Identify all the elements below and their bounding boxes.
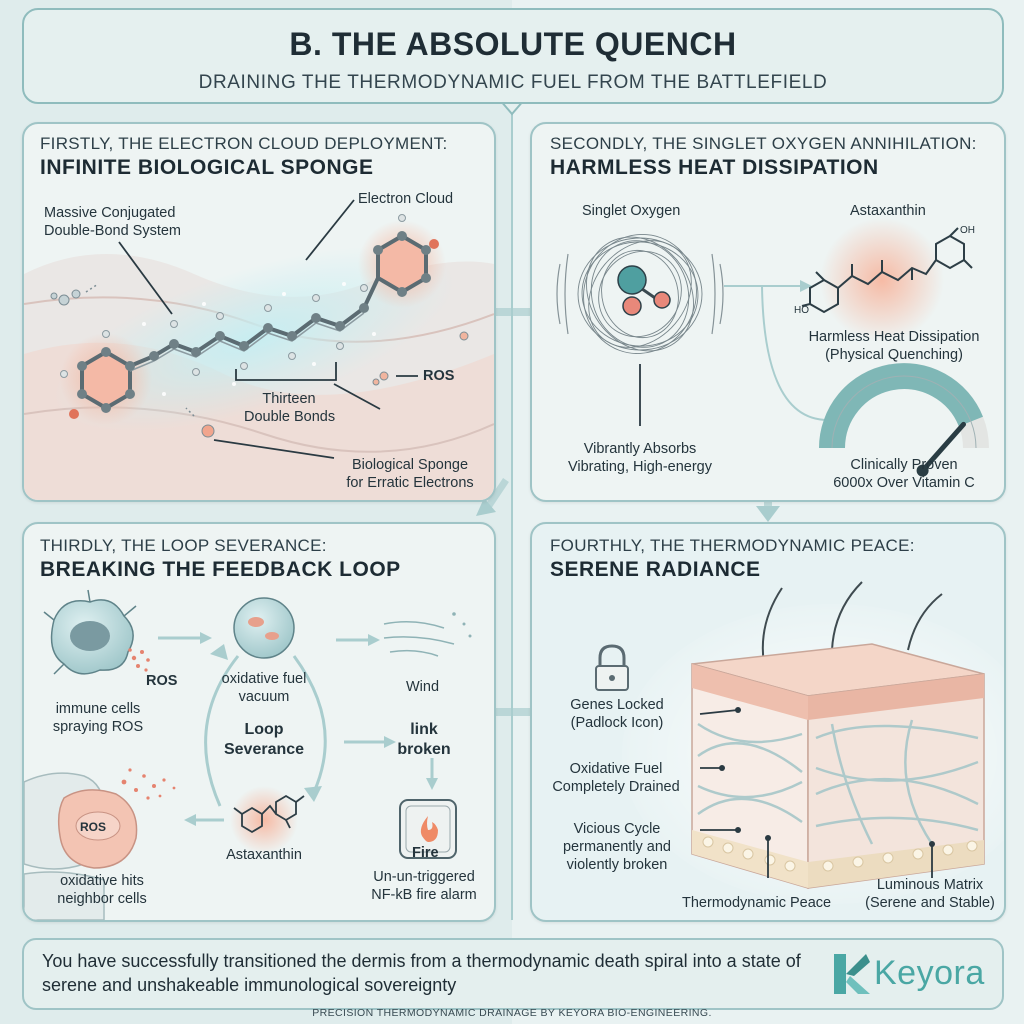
- summary-text: You have successfully transitioned the d…: [42, 951, 801, 995]
- title-box: B. THE ABSOLUTE QUENCH DRAINING THE THER…: [22, 8, 1004, 104]
- panel-thermodynamic-peace: FOURTHLY, THE THERMODYNAMIC PEACE: SEREN…: [530, 522, 1006, 922]
- ros-particles-left: [50, 289, 81, 306]
- summary-banner: You have successfully transitioned the d…: [22, 938, 1004, 1010]
- label-oh-top: OH: [960, 225, 975, 236]
- erratic-electron: [201, 424, 215, 438]
- label-fire: Fire: [412, 845, 439, 861]
- brand-name: Keyora: [874, 954, 985, 992]
- panel3-heading: BREAKING THE FEEDBACK LOOP: [40, 558, 401, 581]
- astaxanthin-molecule-icon: [233, 794, 305, 834]
- label-ros-immune: ROS: [146, 673, 178, 689]
- panel-electron-cloud: FIRSTLY, THE ELECTRON CLOUD DEPLOYMENT: …: [22, 122, 496, 502]
- label-fire-alarm: Un-un-triggered NF-kB fire alarm: [371, 869, 477, 903]
- keyora-logo-icon: [834, 954, 870, 994]
- label-luminous-matrix: Luminous Matrix (Serene and Stable): [865, 877, 995, 911]
- label-oxidative-hits: oxidative hits neighbor cells: [57, 873, 147, 907]
- padlock-icon: [595, 644, 629, 691]
- label-ros-neighbor: ROS: [80, 820, 107, 834]
- label-biological-sponge: Biological Sponge for Erratic Electrons: [346, 457, 474, 491]
- label-thermodynamic-peace: Thermodynamic Peace: [682, 895, 832, 911]
- label-ros: ROS: [423, 368, 455, 384]
- label-conjugated-system: Massive Conjugated Double-Bond System: [44, 205, 182, 239]
- ros-particles-right: [372, 331, 469, 386]
- panel3-kicker: THIRDLY, THE LOOP SEVERANCE:: [40, 536, 327, 555]
- panel-loop-severance: THIRDLY, THE LOOP SEVERANCE: BREAKING TH…: [22, 522, 496, 922]
- panel4-kicker: FOURTHLY, THE THERMODYNAMIC PEACE:: [550, 536, 915, 555]
- label-link-broken: link broken: [397, 721, 451, 758]
- label-astaxanthin: Astaxanthin: [850, 203, 926, 219]
- panel1-kicker: FIRSTLY, THE ELECTRON CLOUD DEPLOYMENT:: [40, 134, 448, 153]
- label-oxidative-fuel: Oxidative Fuel Completely Drained: [552, 761, 680, 795]
- skin-block-diagram: [595, 581, 1004, 904]
- label-astaxanthin-loop: Astaxanthin: [226, 847, 302, 863]
- page-title: B. THE ABSOLUTE QUENCH: [289, 26, 737, 62]
- label-clinically-proven: Clinically Proven 6000x Over Vitamin C: [833, 457, 975, 491]
- label-thirteen-double-bonds: Thirteen Double Bonds: [244, 391, 336, 425]
- label-wind: Wind: [406, 679, 440, 695]
- label-absorbs-energy: Vibrantly Absorbs Vibrating, High-energy: [567, 441, 712, 475]
- carotenoid-molecule-diagram: [50, 199, 469, 459]
- antioxidant-power-gauge: [819, 363, 989, 477]
- singlet-oxygen-diagram: [556, 218, 989, 477]
- label-heat-dissipation: Harmless Heat Dissipation (Physical Quen…: [808, 329, 980, 363]
- fire-alarm-icon: [399, 799, 457, 859]
- label-loop-severance: Loop Severance: [223, 721, 305, 758]
- page-subtitle: DRAINING THE THERMODYNAMIC FUEL FROM THE…: [198, 72, 828, 93]
- neighbor-cells: [24, 772, 138, 920]
- footer-credit: PRECISION THERMODYNAMIC DRAINAGE BY KEYO…: [312, 1007, 712, 1019]
- panel2-kicker: SECONDLY, THE SINGLET OXYGEN ANNIHILATIO…: [550, 134, 977, 153]
- feedback-loop-diagram: [24, 589, 472, 920]
- immune-cell-icon: [43, 589, 137, 675]
- label-genes-locked: Genes Locked (Padlock Icon): [570, 697, 664, 731]
- label-immune-cells: immune cells spraying ROS: [52, 701, 144, 735]
- wind-icon: [383, 621, 455, 657]
- panel-singlet-oxygen: SECONDLY, THE SINGLET OXYGEN ANNIHILATIO…: [530, 122, 1006, 502]
- label-ho-bottom: HO: [794, 305, 809, 316]
- label-oxidative-vacuum: oxidative fuel vacuum: [221, 671, 307, 705]
- oxidative-vacuum-bubble: [233, 597, 295, 659]
- label-vicious-cycle: Vicious Cycle permanently and violently …: [562, 821, 671, 873]
- panel1-heading: INFINITE BIOLOGICAL SPONGE: [40, 156, 374, 179]
- panel4-heading: SERENE RADIANCE: [550, 558, 761, 581]
- label-electron-cloud: Electron Cloud: [358, 191, 454, 207]
- panel2-heading: HARMLESS HEAT DISSIPATION: [550, 156, 879, 179]
- label-singlet-oxygen: Singlet Oxygen: [582, 203, 681, 219]
